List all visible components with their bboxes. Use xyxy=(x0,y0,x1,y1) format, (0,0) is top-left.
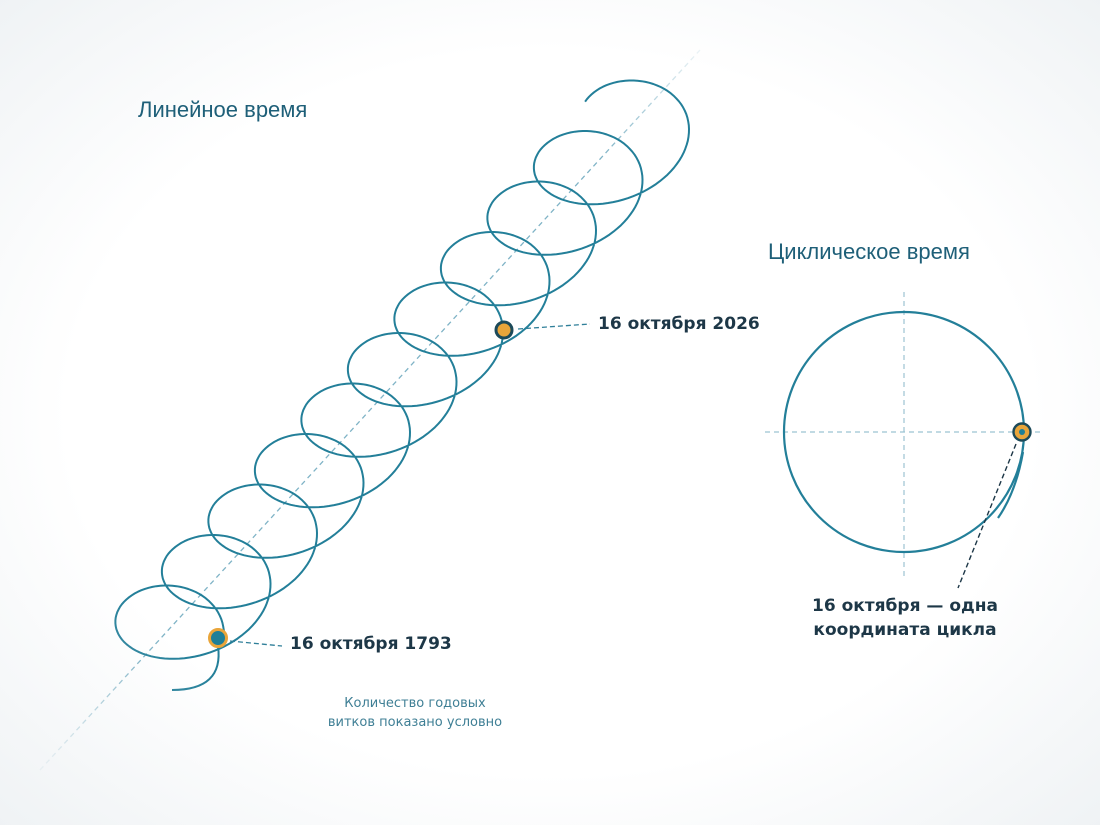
cycle-caption: 16 октября — одна координата цикла xyxy=(795,594,1015,642)
cyclic-time-title: Циклическое время xyxy=(768,239,970,264)
date-label-1793: 16 октября 1793 xyxy=(290,634,452,654)
spiral-note-line-1: Количество годовых xyxy=(344,696,486,711)
linear-time-title: Линейное время xyxy=(138,97,308,122)
marker-2026 xyxy=(494,320,514,340)
spiral-note-line-2: витков показано условно xyxy=(327,715,503,730)
cycle-caption-line-1: 16 октября — одна xyxy=(812,596,998,616)
leader-line-1793 xyxy=(229,640,283,647)
yearly-spiral xyxy=(114,79,690,691)
marker-1793 xyxy=(208,628,228,648)
spiral-note: Количество годовых витков показано услов… xyxy=(315,694,515,732)
cycle-leader-line xyxy=(957,443,1017,589)
date-label-2026: 16 октября 2026 xyxy=(598,314,760,334)
cycle-marker-dot xyxy=(1019,429,1025,435)
cyclic-diagram xyxy=(765,292,1042,589)
spiral-coils xyxy=(114,79,690,660)
time-axis-line xyxy=(39,49,701,771)
cycle-caption-line-2: координата цикла xyxy=(813,620,997,640)
